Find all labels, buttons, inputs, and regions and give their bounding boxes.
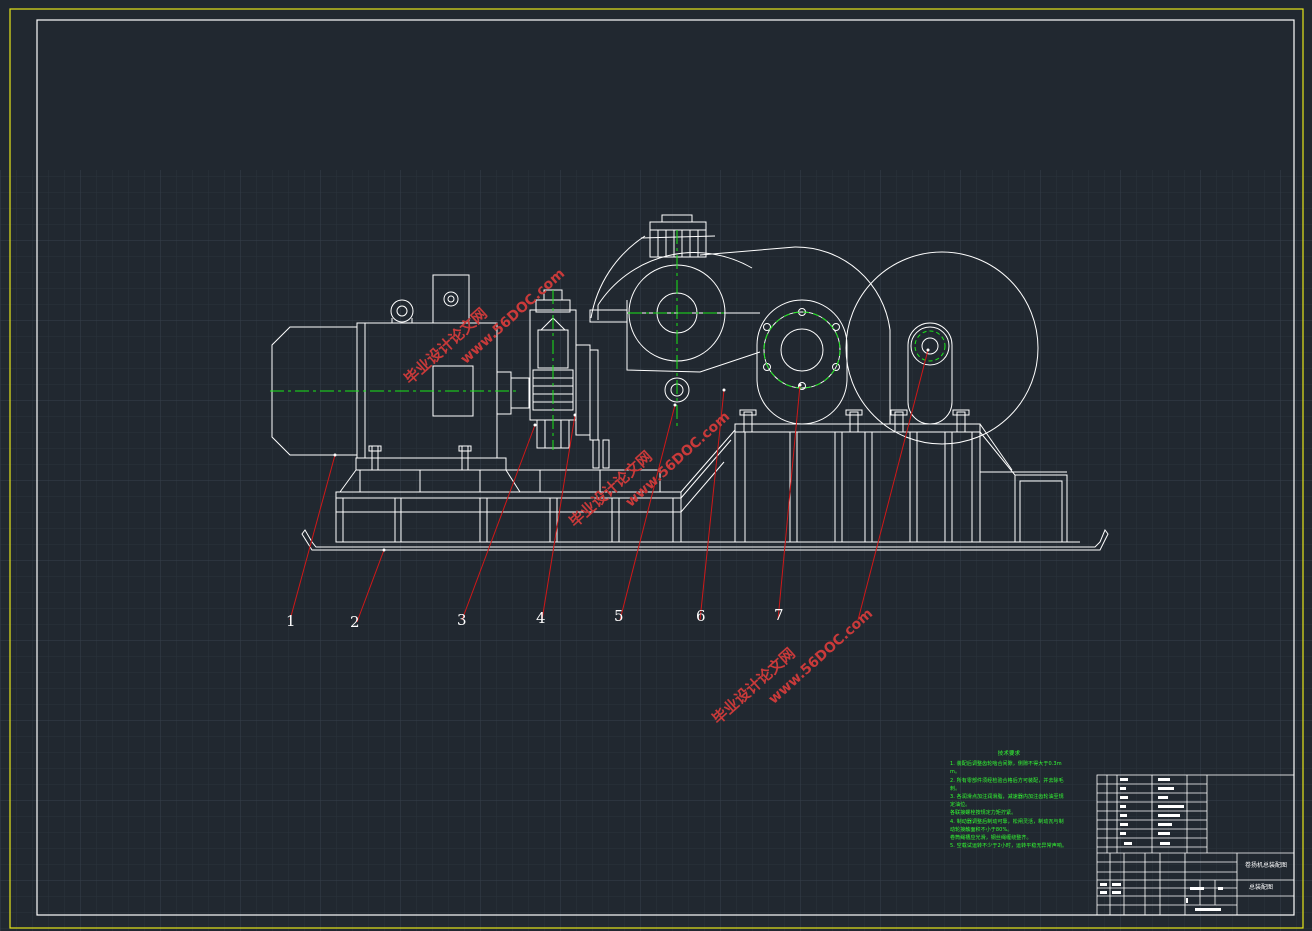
centerlines	[270, 230, 946, 450]
reducer-housing-arc	[597, 252, 753, 306]
drum-outboard-bearing	[907, 322, 953, 425]
large-gear-guard	[699, 246, 891, 424]
sheet-outer-border	[9, 8, 1304, 929]
title-text: 卷扬机总装配图 总装配图	[1245, 861, 1287, 891]
balloon-7: 7	[774, 606, 784, 624]
title-line-2: 总装配图	[1249, 883, 1273, 891]
leader-dots	[333, 348, 930, 552]
balloon-3: 3	[457, 611, 467, 629]
balloon-6: 6	[696, 607, 706, 625]
balloon-4: 4	[536, 609, 546, 627]
tech-note-3: 3. 各润滑点加注润滑脂，减速器内加注齿轮油至规定油位。	[950, 794, 1064, 809]
part-balloons: 1 2 3 4 5 6 7	[286, 606, 784, 631]
winch-assembly	[271, 214, 1109, 551]
title-block-marks	[1100, 778, 1223, 911]
tech-note-6: 卷筒绳槽应光滑，钢丝绳缠绕整齐。	[950, 835, 1032, 842]
technical-requirements: 技术要求 1. 装配后调整齿轮啮合间隙，侧隙不得大于0.3mm。 2. 所有零部…	[950, 750, 1068, 850]
balloon-2: 2	[350, 613, 360, 631]
title-block	[1096, 774, 1295, 916]
leader-lines	[289, 349, 929, 623]
balloon-1: 1	[286, 612, 296, 630]
drum-bearing-block	[756, 299, 848, 425]
technical-requirements-heading: 技术要求	[997, 751, 1021, 757]
base-skid	[301, 529, 1109, 551]
title-line-1: 卷扬机总装配图	[1245, 861, 1287, 869]
tech-note-5: 4. 制动器调整后制动可靠，松闸灵活，制动瓦与制动轮接触面积不小于80%。	[950, 818, 1064, 833]
tech-note-1: 1. 装配后调整齿轮啮合间隙，侧隙不得大于0.3mm。	[950, 761, 1062, 776]
balloon-5: 5	[614, 607, 624, 625]
drum-flange	[845, 251, 1039, 445]
tech-note-7: 5. 空载试运转不少于2小时，运转平稳无异常声响。	[950, 843, 1068, 850]
tech-note-4: 各联接螺栓按规定力矩拧紧。	[950, 810, 1017, 817]
tech-note-2: 2. 所有零部件须经检验合格后方可装配，并去除毛刺。	[950, 777, 1064, 792]
drawing-frame	[36, 19, 1295, 916]
